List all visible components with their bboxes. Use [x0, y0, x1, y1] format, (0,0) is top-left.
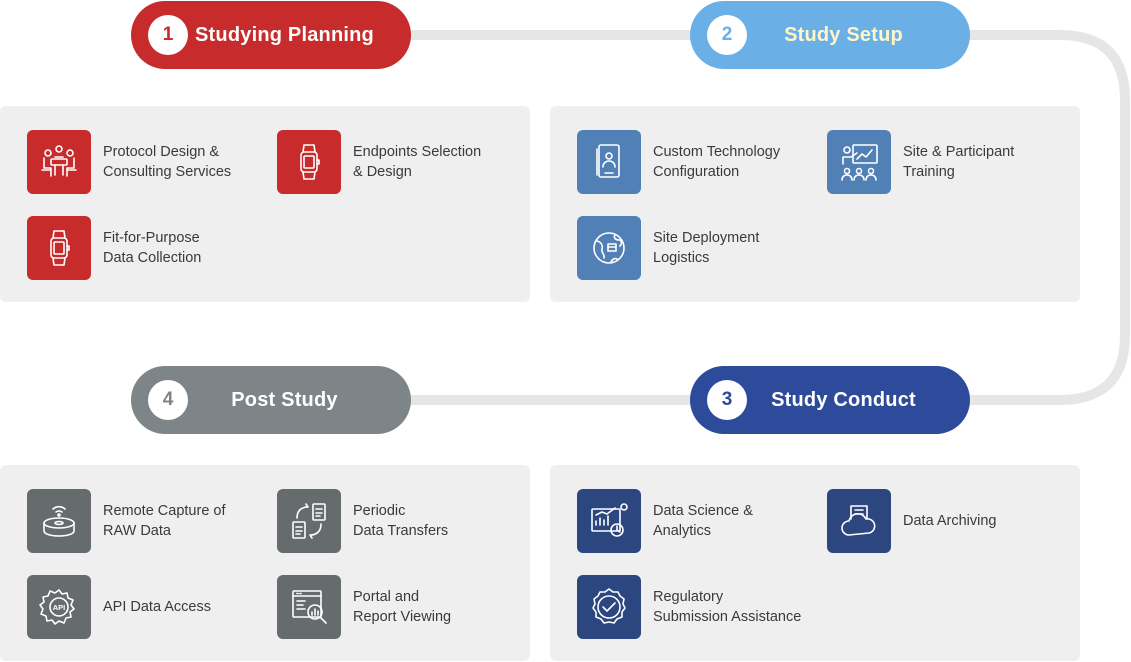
item-label: Fit-for-Purpose Data Collection [103, 230, 202, 266]
phase-1-number: 1 [148, 15, 188, 55]
smartwatch-icon [277, 130, 341, 194]
phase-3-panel: Data Science & Analytics Data Archiving … [550, 465, 1080, 661]
phase-3-title: Study Conduct [771, 388, 916, 411]
phase-4-pill: 4 Post Study [131, 366, 411, 434]
phase-2-title: Study Setup [784, 23, 903, 46]
phase-4-title: Post Study [231, 388, 338, 411]
item-label: Site Deployment Logistics [653, 230, 760, 266]
phase-4-item-portal-report: Portal and Report Viewing [277, 575, 503, 639]
api-gear-icon: API [27, 575, 91, 639]
phase-4-number: 4 [148, 380, 188, 420]
phase-1-title: Studying Planning [195, 23, 374, 46]
phase-3-pill: 3 Study Conduct [690, 366, 970, 434]
item-label: Data Archiving [903, 513, 997, 529]
presentation-audience-icon [827, 130, 891, 194]
wireless-device-icon [27, 489, 91, 553]
cloud-document-icon [827, 489, 891, 553]
analytics-dashboard-icon [577, 489, 641, 553]
phase-3-item-data-science: Data Science & Analytics [577, 489, 803, 553]
phase-4-item-periodic-transfers: Periodic Data Transfers [277, 489, 503, 553]
item-label: Protocol Design & Consulting Services [103, 144, 232, 180]
item-label: Portal and Report Viewing [353, 589, 452, 625]
item-label: Regulatory Submission Assistance [653, 589, 802, 625]
smartwatch-icon [27, 216, 91, 280]
phase-1-pill: 1 Studying Planning [131, 1, 411, 69]
phase-2-item-site-participant-training: Site & Participant Training [827, 130, 1053, 194]
phase-3-item-regulatory: Regulatory Submission Assistance [577, 575, 803, 639]
approval-seal-icon [577, 575, 641, 639]
phase-2-panel: Custom Technology Configuration Site & P… [550, 106, 1080, 302]
meeting-table-icon [27, 130, 91, 194]
document-transfer-icon [277, 489, 341, 553]
item-label: Remote Capture of RAW Data [103, 503, 226, 539]
tablet-user-icon [577, 130, 641, 194]
phase-2-number: 2 [707, 15, 747, 55]
phase-2-item-site-deployment: Site Deployment Logistics [577, 216, 803, 280]
item-label: Data Science & Analytics [653, 503, 753, 539]
phase-1-item-fit-for-purpose: Fit-for-Purpose Data Collection [27, 216, 253, 280]
globe-package-icon [577, 216, 641, 280]
item-label: Endpoints Selection & Design [353, 144, 482, 180]
phase-1-item-endpoints-selection: Endpoints Selection & Design [277, 130, 503, 194]
svg-text:API: API [53, 603, 66, 612]
phase-3-item-data-archiving: Data Archiving [827, 489, 1053, 553]
phase-2-pill: 2 Study Setup [690, 1, 970, 69]
phase-1-panel: Protocol Design & Consulting Services En… [0, 106, 530, 302]
phase-1-item-protocol-design: Protocol Design & Consulting Services [27, 130, 253, 194]
item-label: Site & Participant Training [903, 144, 1015, 180]
phase-4-item-api-access: API API Data Access [27, 575, 253, 639]
phase-4-panel: Remote Capture of RAW Data Periodic Data… [0, 465, 530, 661]
item-label: Custom Technology Configuration [653, 144, 781, 180]
phase-2-item-custom-technology: Custom Technology Configuration [577, 130, 803, 194]
report-magnifier-icon [277, 575, 341, 639]
item-label: API Data Access [103, 599, 211, 615]
phase-4-item-remote-capture: Remote Capture of RAW Data [27, 489, 253, 553]
item-label: Periodic Data Transfers [353, 503, 449, 539]
phase-3-number: 3 [707, 380, 747, 420]
